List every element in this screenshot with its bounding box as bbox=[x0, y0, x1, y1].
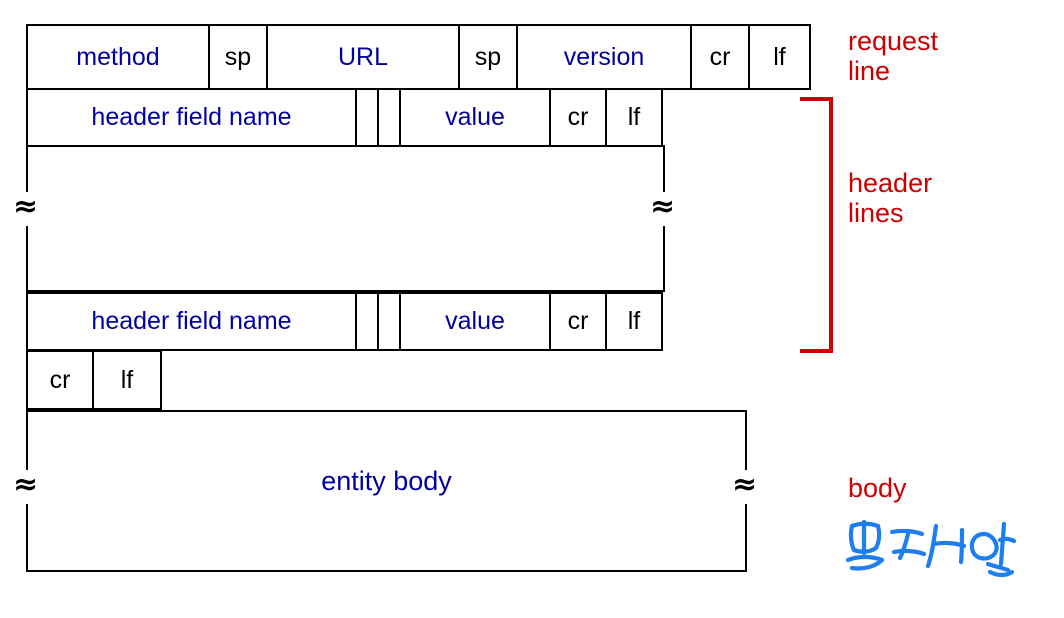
entity-body-bottom-edge bbox=[26, 570, 747, 572]
header-line-last-cell-cr: cr bbox=[549, 292, 607, 351]
header-line-first-cell-lf: lf bbox=[605, 88, 663, 147]
break-glyph-left-body: ≈ bbox=[13, 467, 39, 502]
entity-body-left-edge-upper bbox=[26, 410, 28, 475]
elided-region-bottom-edge bbox=[26, 290, 665, 292]
request-line-cell-method: method bbox=[26, 24, 210, 90]
request-line-cell-version: version bbox=[516, 24, 692, 90]
break-glyph-right-headers: ≈ bbox=[650, 189, 676, 224]
header-line-last-cell-name: header field name bbox=[26, 292, 357, 351]
handwritten-note-ink bbox=[845, 519, 1017, 578]
elided-region-right-edge-lower bbox=[663, 226, 665, 292]
blank-line-cell-lf: lf bbox=[92, 350, 162, 410]
header-lines-bracket bbox=[800, 97, 833, 353]
break-glyph-right-body: ≈ bbox=[732, 467, 758, 502]
elided-region-top-edge bbox=[26, 145, 665, 147]
request-line-cell-sp-2: sp bbox=[458, 24, 518, 90]
request-line-cell-url: URL bbox=[266, 24, 460, 90]
header-line-last-cell-value: value bbox=[399, 292, 551, 351]
entity-body-left-edge-lower bbox=[26, 504, 28, 572]
entity-body-right-edge-upper bbox=[745, 410, 747, 475]
blank-line-cell-cr: cr bbox=[26, 350, 94, 410]
header-line-first-cell-name: header field name bbox=[26, 88, 357, 147]
request-line-cell-lf: lf bbox=[748, 24, 811, 90]
handwritten-note bbox=[838, 508, 1018, 580]
request-line-cell-cr: cr bbox=[690, 24, 750, 90]
elided-region-right-edge-upper bbox=[663, 145, 665, 205]
header-line-last-cell-sp bbox=[377, 292, 401, 351]
entity-body-right-edge-lower bbox=[745, 504, 747, 572]
header-line-first-cell-value: value bbox=[399, 88, 551, 147]
entity-body-top-edge bbox=[26, 410, 747, 412]
elided-region-left-edge-lower bbox=[26, 226, 28, 292]
header-line-first-cell-sp bbox=[377, 88, 401, 147]
entity-body-label: entity body bbox=[321, 466, 452, 496]
elided-region-left-edge-upper bbox=[26, 145, 28, 205]
annotation-body: body bbox=[848, 473, 907, 503]
annotation-request-line: request line bbox=[848, 26, 939, 87]
header-line-last-cell-colon bbox=[355, 292, 379, 351]
break-glyph-left-headers: ≈ bbox=[13, 189, 39, 224]
header-line-first-cell-colon bbox=[355, 88, 379, 147]
request-line-cell-sp-1: sp bbox=[208, 24, 268, 90]
header-line-first-cell-cr: cr bbox=[549, 88, 607, 147]
header-line-last-cell-lf: lf bbox=[605, 292, 663, 351]
annotation-header-lines: header lines bbox=[848, 168, 933, 229]
